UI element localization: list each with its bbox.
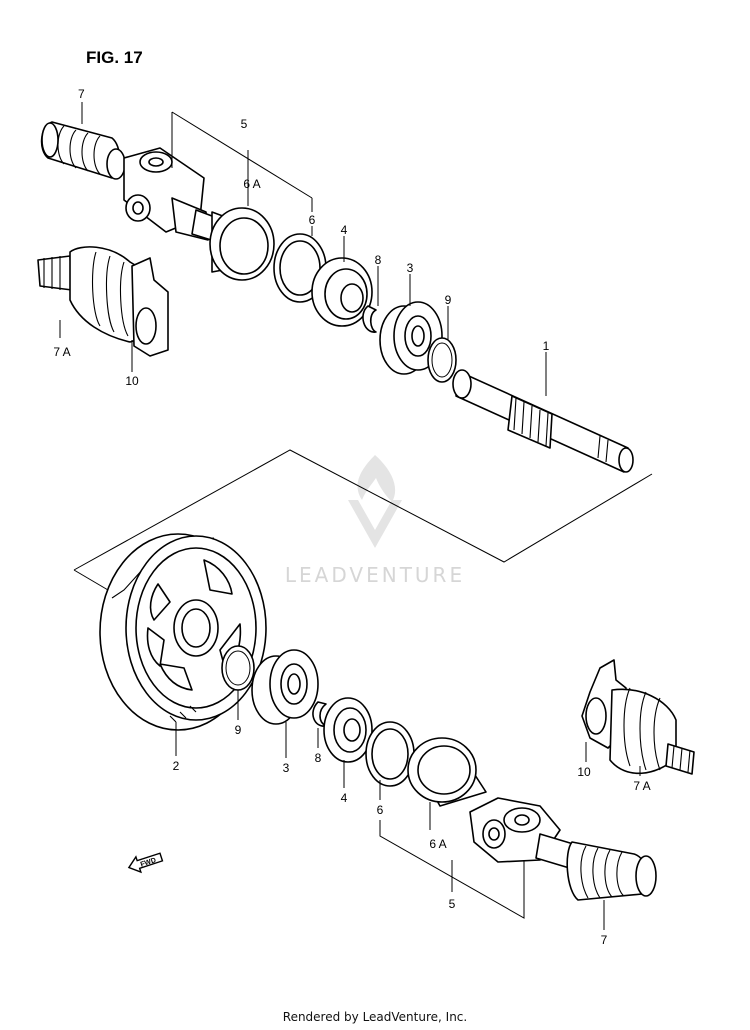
connection-line-left — [73, 569, 109, 591]
shaft-part-1 — [452, 369, 634, 473]
figure-title: FIG. 17 — [86, 48, 143, 67]
universal-joint-lower — [469, 797, 581, 871]
callout-6-lower: 6 — [377, 803, 384, 817]
callout-1: 1 — [543, 339, 550, 353]
callout-6-upper: 6 — [309, 213, 316, 227]
bearing-part-3-lower — [251, 649, 319, 725]
boot-part-7a-lower — [609, 687, 695, 775]
watermark-text: LEADVENTURE — [285, 563, 465, 587]
callout-9-upper: 9 — [445, 293, 452, 307]
callout-10-upper: 10 — [125, 374, 139, 388]
fwd-label: FWD — [140, 857, 157, 869]
callout-5-upper: 5 — [241, 117, 248, 131]
callout-3-lower: 3 — [283, 761, 290, 775]
callout-8-upper: 8 — [375, 253, 382, 267]
leadventure-watermark: LEADVENTURE — [285, 455, 465, 587]
callout-4-upper: 4 — [341, 223, 348, 237]
bracket-lower — [175, 690, 641, 930]
callouts-upper: 7 5 6 A 6 4 8 3 9 1 7 A 10 — [53, 87, 549, 388]
fwd-arrow-icon: FWD — [127, 852, 164, 874]
callout-5-lower: 5 — [449, 897, 456, 911]
circlip-part-9-lower — [221, 645, 255, 691]
boot-part-7-upper — [40, 121, 126, 180]
callout-7a-upper: 7 A — [53, 345, 70, 359]
callout-9-lower: 9 — [235, 723, 242, 737]
callout-6a-lower: 6 A — [429, 837, 446, 851]
callout-3-upper: 3 — [407, 261, 414, 275]
callout-7-upper: 7 — [78, 87, 85, 101]
ring-part-6a-upper — [209, 207, 275, 281]
gear-part-2 — [99, 533, 267, 731]
ring-part-6-lower — [365, 721, 415, 787]
circlip-part-9-upper — [427, 337, 457, 383]
callout-8-lower: 8 — [315, 751, 322, 765]
band-part-10-upper — [131, 257, 169, 357]
callout-7a-lower: 7 A — [633, 779, 650, 793]
callout-10-lower: 10 — [577, 765, 591, 779]
connection-line-top — [73, 449, 653, 571]
callouts-lower: 9 2 3 8 4 6 6 A 5 7 10 7 A — [173, 723, 651, 947]
bracket-upper — [59, 102, 547, 396]
bearing-part-3-upper — [379, 301, 443, 375]
callout-7-lower: 7 — [601, 933, 608, 947]
universal-joint-upper — [123, 147, 209, 241]
footer-credit: Rendered by LeadVenture, Inc. — [282, 1010, 468, 1024]
boot-part-7-lower — [566, 841, 657, 901]
ring-part-6a-lower — [407, 737, 487, 807]
hub-part-4-lower — [323, 697, 373, 763]
callout-2: 2 — [173, 759, 180, 773]
callout-6a-upper: 6 A — [243, 177, 260, 191]
hub-part-4-upper — [311, 257, 373, 327]
callout-4-lower: 4 — [341, 791, 348, 805]
snap-ring-part-8-upper — [362, 305, 377, 333]
